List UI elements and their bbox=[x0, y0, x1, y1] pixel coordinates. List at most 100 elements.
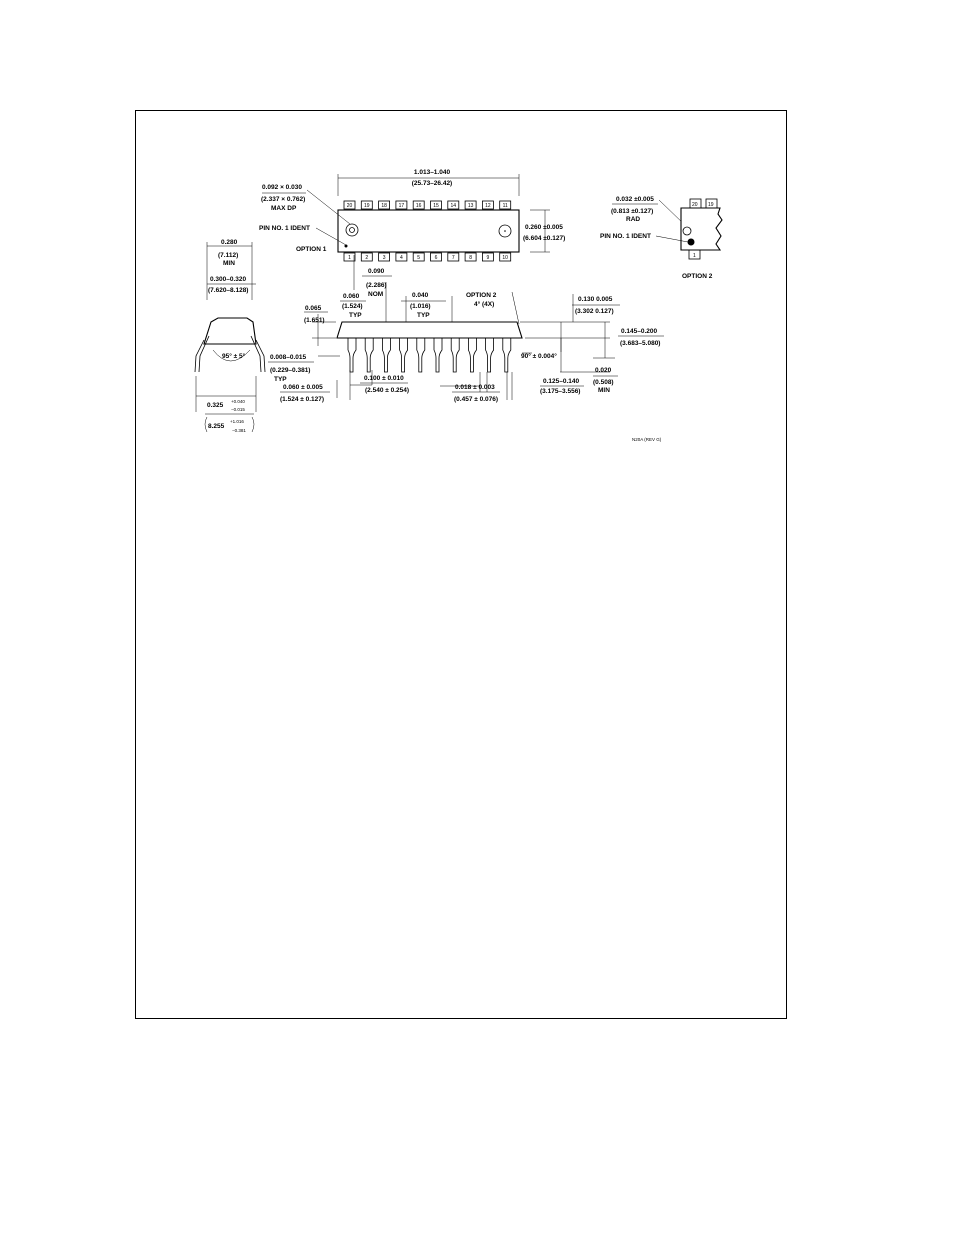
end-lead-dim-minus: −0.015 bbox=[231, 407, 245, 412]
pin-box bbox=[378, 200, 391, 210]
end-angle-label: 95° ± 5° bbox=[222, 352, 246, 360]
end-lead-dim-in: 0.325 bbox=[207, 402, 224, 409]
d040-note: TYP bbox=[417, 312, 430, 319]
d018-mm: (0.457 ± 0.076) bbox=[454, 396, 498, 403]
pin-number: 12 bbox=[485, 203, 491, 209]
d100-in: 0.100 ± 0.010 bbox=[364, 375, 404, 382]
pin-number: 4 bbox=[400, 255, 403, 261]
pin1-ident-label: PIN NO. 1 IDENT bbox=[259, 225, 310, 232]
pin-box bbox=[430, 252, 442, 262]
dp-dim-note: MAX DP bbox=[271, 205, 297, 212]
pin-number: 11 bbox=[503, 203, 508, 209]
pin-number: 1 bbox=[348, 255, 351, 261]
side-lead bbox=[364, 338, 374, 373]
top-view-body bbox=[337, 209, 520, 253]
pin-box bbox=[360, 252, 373, 262]
revision-label: N20A (REV G) bbox=[632, 437, 662, 442]
pin-box bbox=[395, 252, 408, 262]
opt2-pin-19: 19 bbox=[708, 202, 714, 208]
pin-number: 20 bbox=[347, 203, 353, 209]
end-lead-dim-mm-plus: +1.016 bbox=[230, 419, 244, 424]
end-lead-dim-plus: +0.040 bbox=[231, 399, 245, 404]
pin-box bbox=[499, 252, 512, 262]
pin-box bbox=[464, 200, 477, 210]
pin-number: 13 bbox=[468, 203, 474, 209]
d008-in: 0.008–0.015 bbox=[270, 354, 307, 361]
pin-box bbox=[412, 200, 425, 210]
side-view: 0.065 (1.651) 0.060 (1.524) TYP 0.040 (1… bbox=[268, 282, 664, 403]
side-lead bbox=[485, 338, 494, 373]
side-lead bbox=[502, 338, 512, 373]
d060-in: 0.060 bbox=[343, 293, 360, 300]
pin-number: 10 bbox=[502, 255, 508, 261]
d008-note: TYP bbox=[274, 376, 287, 383]
top-length-dim-mm: (25.73–26.42) bbox=[412, 180, 452, 187]
end-width-dim-in: 0.300–0.320 bbox=[210, 276, 247, 283]
pin-box bbox=[430, 200, 442, 210]
d018-in: 0.018 ± 0.003 bbox=[455, 384, 495, 391]
pin-number: 9 bbox=[487, 255, 490, 261]
side-option2-label: OPTION 2 bbox=[466, 292, 497, 299]
pin-number: 7 bbox=[452, 255, 455, 261]
pin-box bbox=[499, 200, 512, 210]
d060b-in: 0.060 ± 0.005 bbox=[283, 384, 323, 391]
pin-number: 5 bbox=[417, 255, 420, 261]
top-width-dim-in: 0.260 ±0.005 bbox=[525, 224, 563, 231]
d020-in: 0.020 bbox=[595, 367, 612, 374]
dp-dim-mm: (2.337 × 0.762) bbox=[261, 196, 305, 203]
d130-in: 0.130 0.005 bbox=[578, 296, 613, 303]
top-length-dim-in: 1.013–1.040 bbox=[414, 169, 451, 176]
pin-number: 18 bbox=[381, 203, 387, 209]
end-min-dim-note: MIN bbox=[223, 260, 235, 267]
pin-box bbox=[481, 252, 494, 262]
rad-dim-note: RAD bbox=[626, 216, 640, 223]
end-lead-dim-mm-minus: −0.381 bbox=[232, 428, 246, 433]
d145-in: 0.145–0.200 bbox=[621, 328, 658, 335]
pin-number: 15 bbox=[433, 203, 439, 209]
end-view-body bbox=[203, 317, 257, 345]
side-lead bbox=[468, 338, 477, 373]
pin-box bbox=[378, 252, 391, 262]
end-min-dim-in: 0.280 bbox=[221, 239, 238, 246]
dp-dim-in: 0.092 × 0.030 bbox=[262, 184, 302, 191]
side-lead bbox=[433, 338, 443, 373]
drawing-frame bbox=[135, 110, 787, 1019]
pin-box bbox=[447, 252, 460, 262]
side-lead bbox=[416, 338, 426, 373]
pin-box bbox=[481, 200, 494, 210]
pin-box bbox=[343, 200, 356, 210]
pin-box bbox=[395, 200, 408, 210]
opt2-pin-1: 1 bbox=[693, 253, 696, 259]
pin-number: 16 bbox=[416, 203, 422, 209]
ejector-pin-mark bbox=[498, 224, 512, 238]
side-view-leads bbox=[347, 338, 512, 373]
d065-mm: (1.651) bbox=[304, 317, 325, 324]
option2-view: 0.032 ±0.005 (0.813 ±0.127) RAD 20 19 1 … bbox=[600, 196, 723, 280]
pin-box bbox=[360, 200, 373, 210]
d060-note: TYP bbox=[349, 312, 362, 319]
d040-mm: (1.016) bbox=[410, 303, 431, 310]
end-view: 0.280 (7.112) MIN 0.300–0.320 (7.620–8.1… bbox=[194, 239, 266, 433]
rad-dim-mm: (0.813 ±0.127) bbox=[611, 208, 653, 215]
d130-mm: (3.302 0.127) bbox=[575, 308, 614, 315]
end-width-dim-mm: (7.620–8.128) bbox=[208, 287, 248, 294]
d008-mm: (0.229–0.381) bbox=[270, 367, 310, 374]
opt2-pin-20: 20 bbox=[692, 202, 698, 208]
d020-mm: (0.508) bbox=[593, 379, 614, 386]
d060b-mm: (1.524 ± 0.127) bbox=[280, 396, 324, 403]
rad-dim-in: 0.032 ±0.005 bbox=[616, 196, 654, 203]
side-view-body bbox=[336, 321, 523, 339]
side-option2-angle: 4° (4X) bbox=[474, 300, 494, 308]
pitch-dim-in: 0.090 bbox=[368, 268, 385, 275]
angle90-label: 90° ± 0.004° bbox=[521, 352, 557, 360]
option2-label: OPTION 2 bbox=[682, 273, 713, 280]
pitch-dim-note: NOM bbox=[368, 291, 383, 298]
d125-in: 0.125–0.140 bbox=[543, 378, 580, 385]
d065-in: 0.065 bbox=[305, 305, 322, 312]
pin-box bbox=[412, 252, 425, 262]
side-lead bbox=[450, 338, 460, 373]
top-width-dim-mm: (6.604 ±0.127) bbox=[523, 235, 565, 242]
